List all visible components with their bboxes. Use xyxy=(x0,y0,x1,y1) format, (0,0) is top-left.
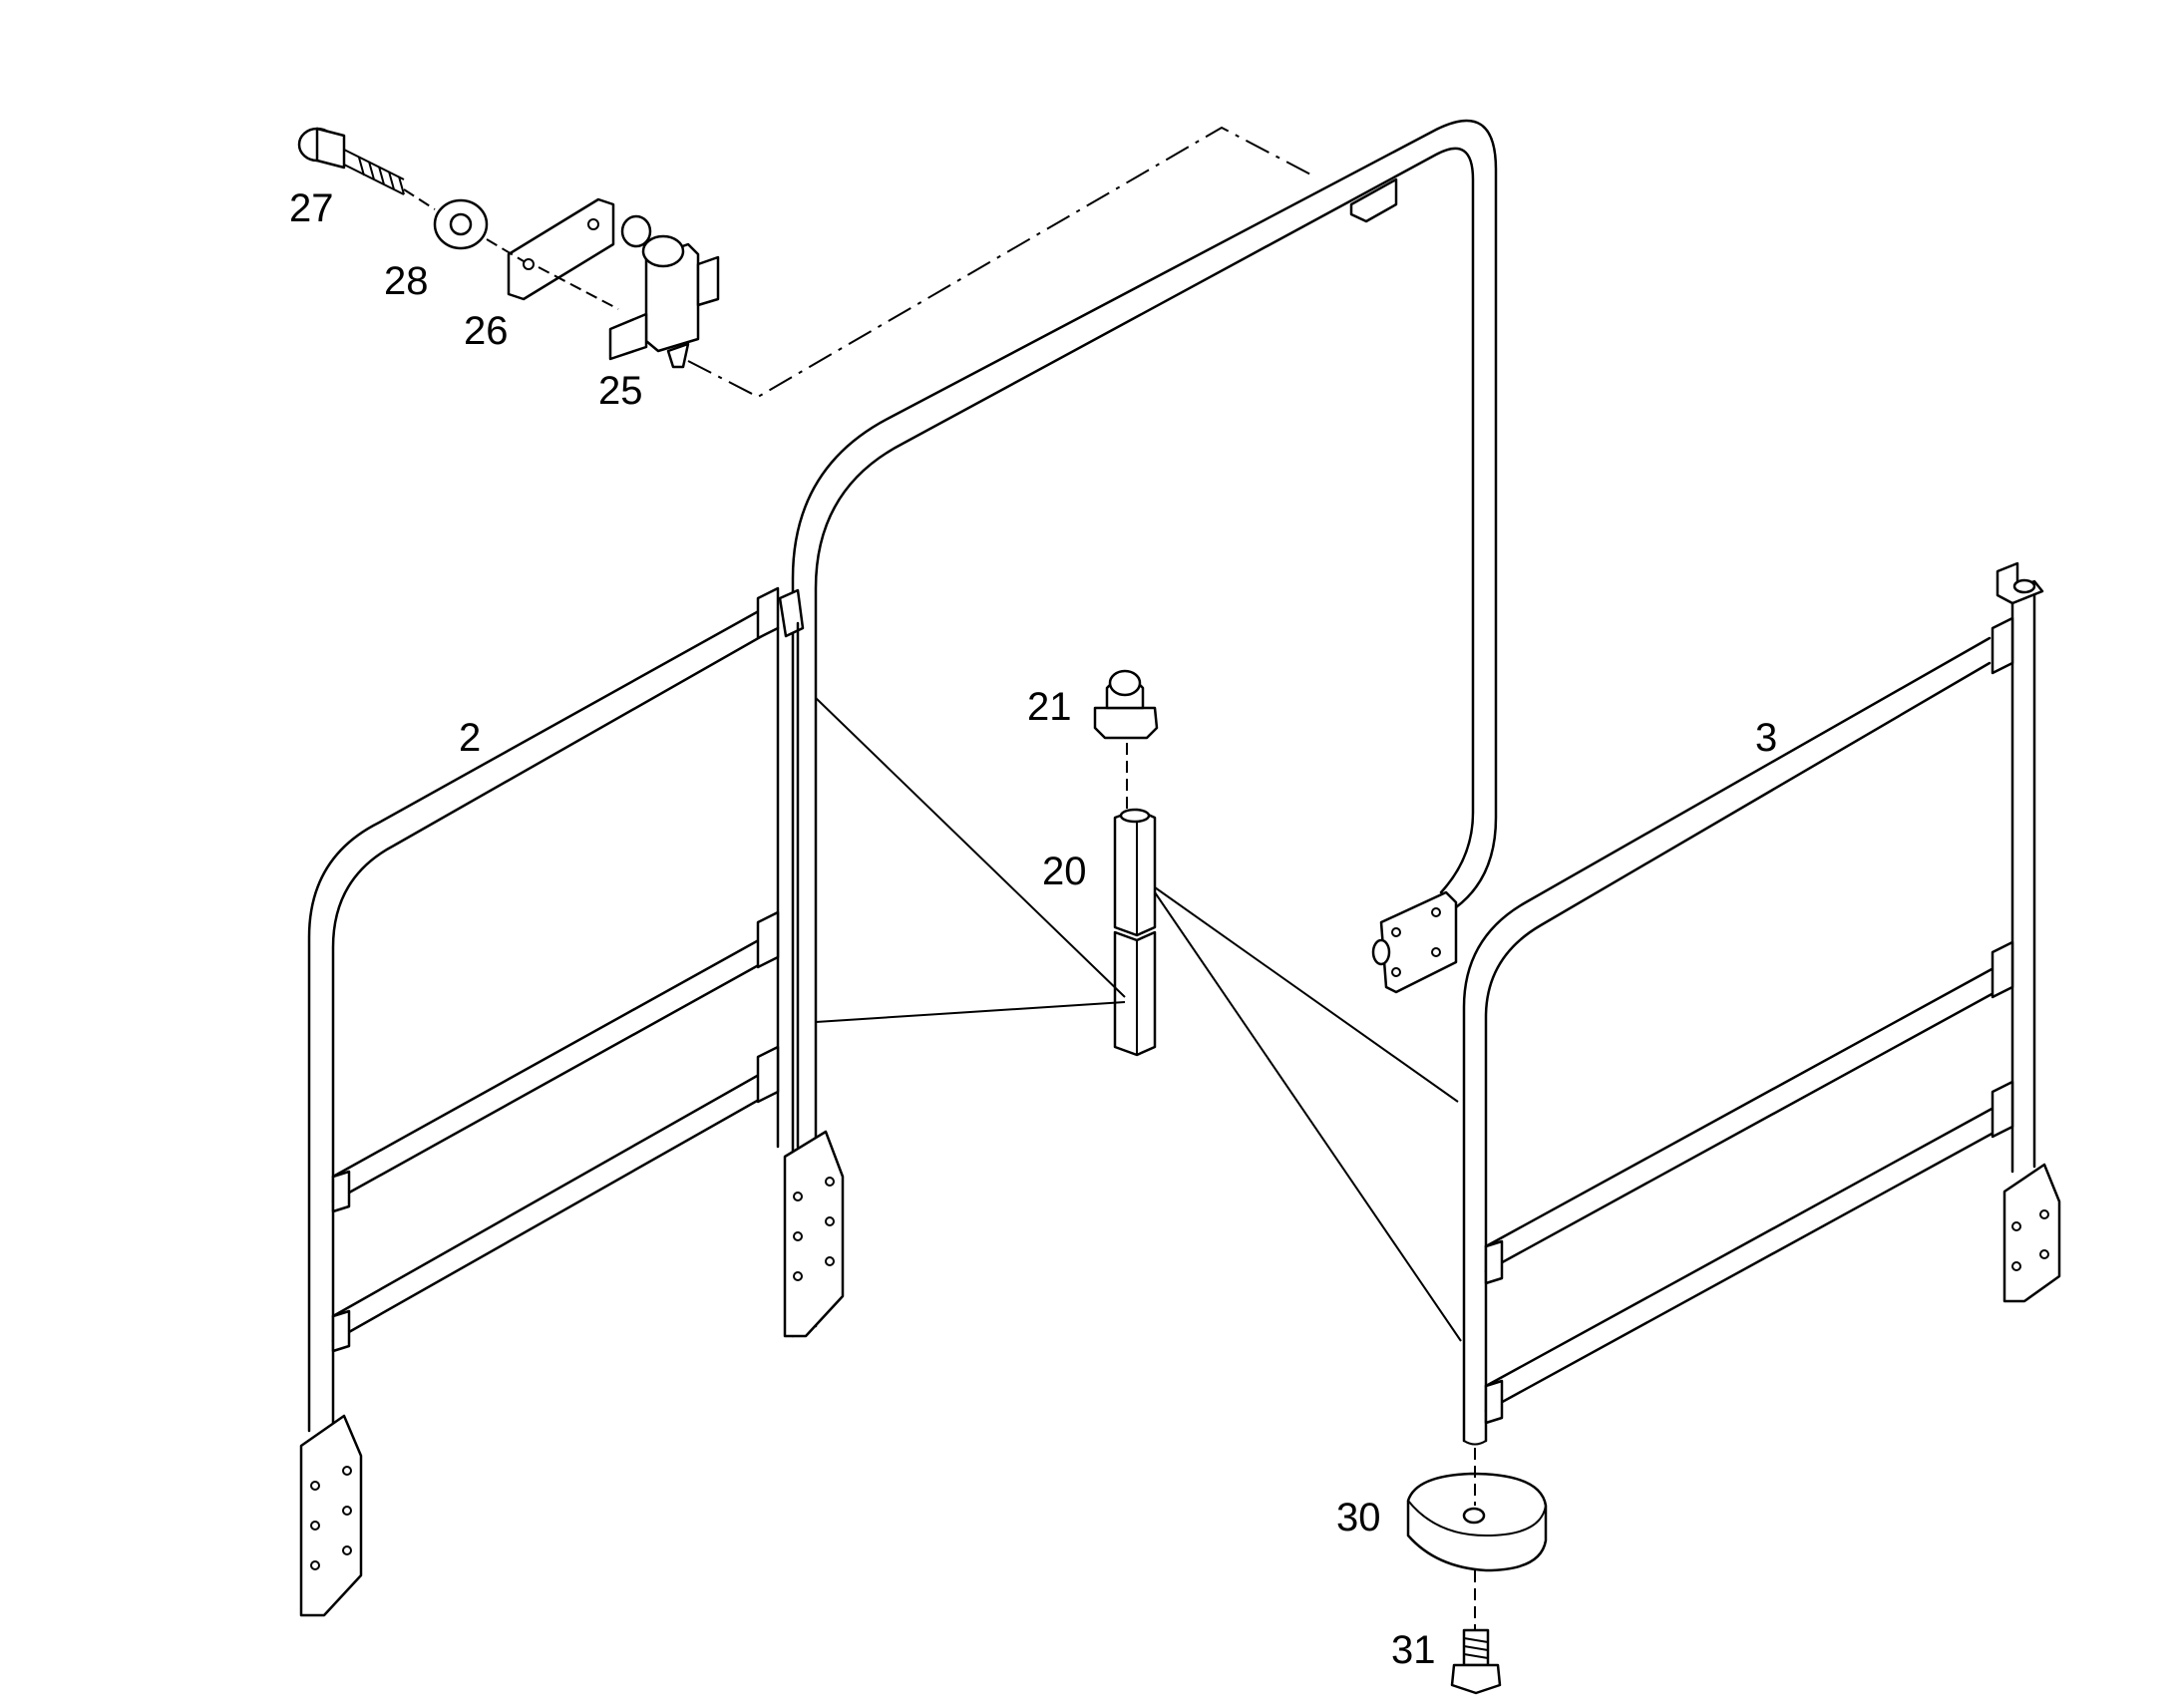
callout-26: 26 xyxy=(464,309,509,353)
callout-30: 30 xyxy=(1336,1496,1381,1539)
foot-pad-30 xyxy=(1406,1448,1548,1630)
callout-27: 27 xyxy=(289,186,334,230)
callout-2: 2 xyxy=(459,716,481,760)
callout-25: 25 xyxy=(598,369,643,413)
right-railing-3 xyxy=(1462,561,2061,1446)
bolt-31 xyxy=(1450,1628,1502,1695)
callout-28: 28 xyxy=(384,259,429,303)
switch-assembly xyxy=(297,126,1317,399)
damper-pin-20 xyxy=(1113,808,1157,1057)
center-arch-railing xyxy=(778,119,1498,1338)
callout-21: 21 xyxy=(1027,685,1072,729)
grease-nipple-21 xyxy=(1093,669,1159,810)
callout-31: 31 xyxy=(1391,1628,1436,1672)
left-railing-2 xyxy=(299,586,800,1617)
callout-3: 3 xyxy=(1755,716,1777,760)
callout-20: 20 xyxy=(1042,850,1087,893)
leader-lines xyxy=(815,697,1462,1342)
